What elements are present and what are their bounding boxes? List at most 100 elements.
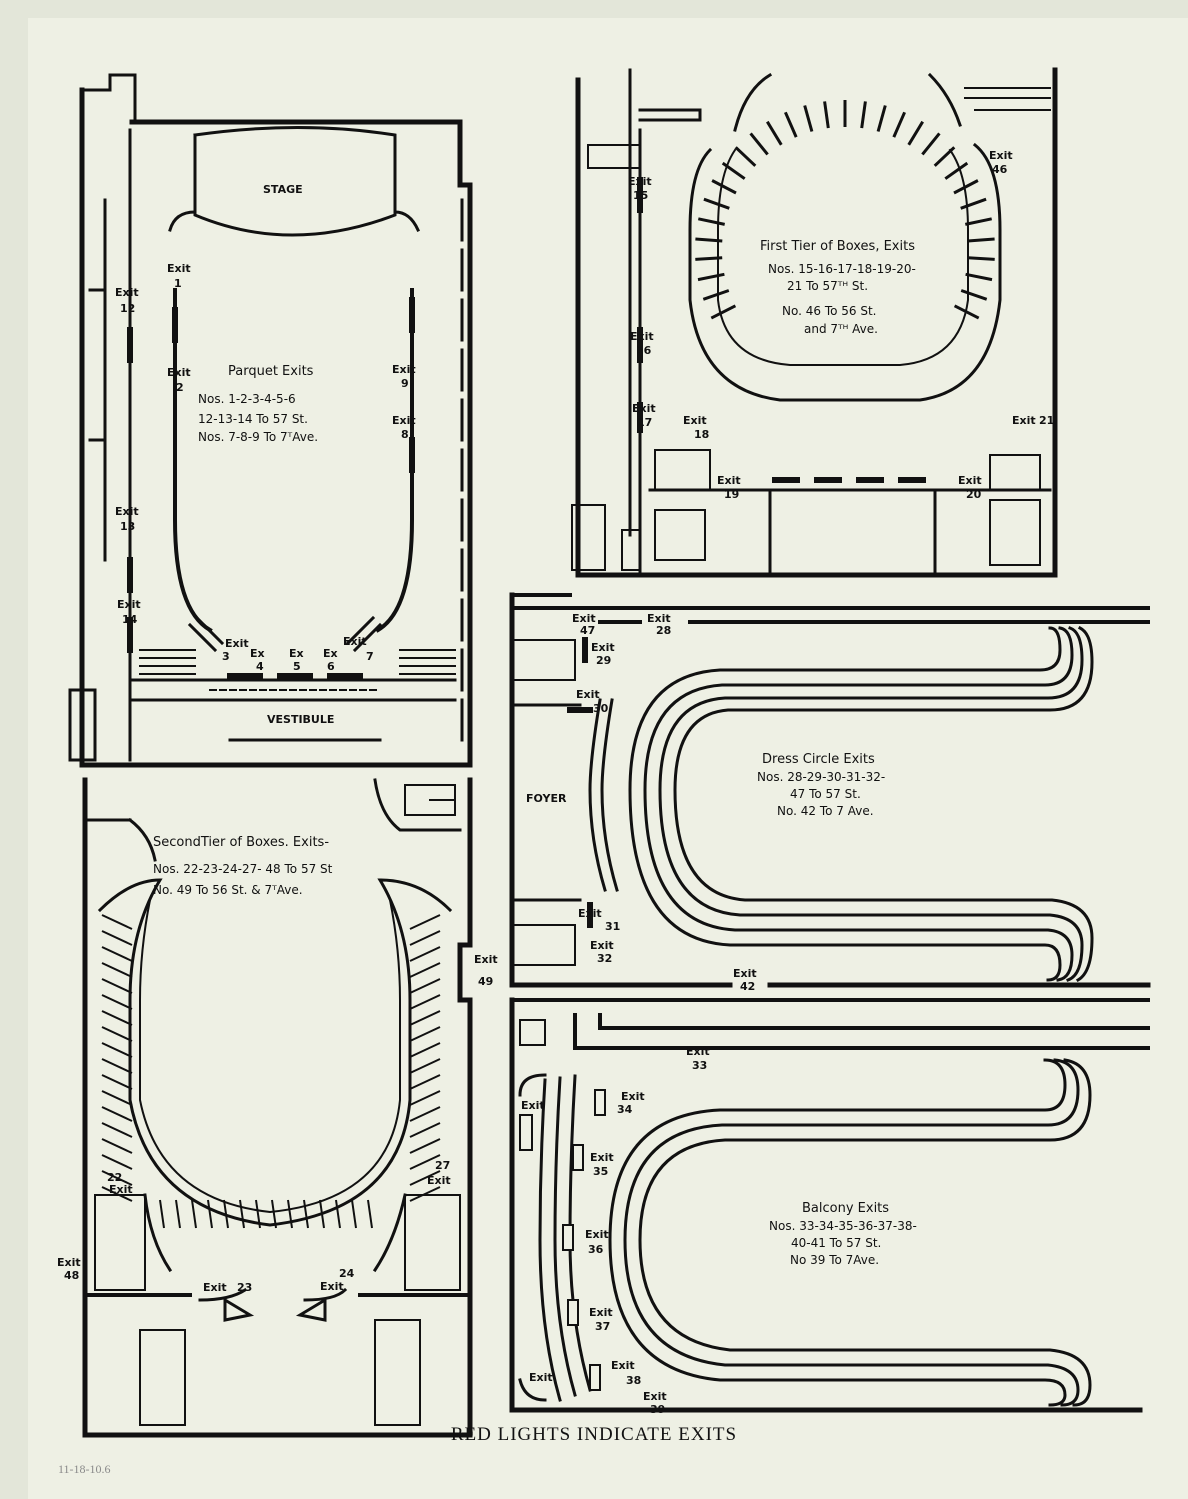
exit-number: 35	[593, 1165, 608, 1178]
parquet-plan	[68, 73, 473, 768]
box-partition	[702, 289, 730, 301]
parquet-exit-labels: Exit 1 Exit 2 Exit 3 Ex 4 Ex 5 Ex 6 Exit…	[115, 262, 416, 673]
box-partition	[710, 304, 737, 320]
exit-word: Exit	[632, 402, 656, 415]
first-tier-line-1: Nos. 15-16-17-18-19-20-	[768, 262, 916, 276]
first-tier-line-2: 21 To 57ᵀᴴ St.	[787, 279, 868, 293]
box-partition	[960, 197, 987, 210]
exit-number: 19	[724, 488, 739, 501]
box-partition	[101, 946, 133, 962]
exit-word: Exit	[474, 953, 498, 966]
box-partition	[101, 1074, 133, 1090]
box-partition	[734, 146, 757, 167]
second-tier-box-marks	[101, 914, 441, 1229]
box-partition	[721, 161, 746, 180]
exit-word: Exit	[1012, 414, 1036, 427]
dress-circle-title: Dress Circle Exits	[762, 752, 875, 767]
parquet-stage-label: STAGE	[263, 183, 303, 196]
dress-circle-plan	[509, 592, 1151, 988]
exit-number: 49	[478, 975, 493, 988]
exit-word: Exit	[589, 1306, 613, 1319]
second-tier-title: SecondTier of Boxes. Exits-	[153, 835, 329, 850]
box-partition	[803, 105, 814, 132]
exit-number: 33	[692, 1059, 707, 1072]
exit-word: Exit	[343, 635, 367, 648]
exit-number: 46	[992, 163, 1008, 176]
box-partition	[409, 1186, 441, 1202]
exit-number: 13	[120, 520, 135, 533]
exit-word: Exit	[717, 474, 741, 487]
exit-number: 4	[256, 660, 264, 673]
box-partition	[101, 994, 133, 1010]
box-partition	[101, 1090, 133, 1106]
box-partition	[101, 1170, 133, 1186]
exit-number: 32	[597, 952, 612, 965]
box-partition	[697, 217, 726, 226]
exit-word: Exit	[320, 1280, 344, 1293]
exit-number: 12	[120, 302, 135, 315]
box-partition	[703, 197, 730, 210]
parquet-line-2: 12-13-14 To 57 St.	[198, 412, 308, 426]
exit-number: 30	[593, 702, 609, 715]
exit-number: 31	[605, 920, 620, 933]
parquet-vestibule-label: VESTIBULE	[267, 713, 334, 726]
exit-word: Exit	[621, 1090, 645, 1103]
exit-word: Exit	[167, 366, 191, 379]
balcony-line-2: 40-41 To 57 St.	[791, 1236, 881, 1250]
exit-number: 36	[588, 1243, 604, 1256]
exit-number: 27	[435, 1159, 450, 1172]
box-partition	[409, 978, 441, 994]
exit-word: Exit	[686, 1045, 710, 1058]
exit-number: 16	[636, 344, 652, 357]
box-partition	[409, 1058, 441, 1074]
box-partition	[409, 962, 441, 978]
box-partition	[101, 1154, 133, 1170]
exit-word: Exit	[958, 474, 982, 487]
box-partition	[101, 1026, 133, 1042]
box-partition	[191, 1199, 197, 1229]
box-partition	[319, 1199, 325, 1229]
exit-word: Exit	[115, 286, 139, 299]
box-partition	[409, 1090, 441, 1106]
exit-word: Exit	[611, 1359, 635, 1372]
exit-number: 21	[1039, 414, 1054, 427]
box-partition	[409, 1010, 441, 1026]
exit-word: Exit	[647, 612, 671, 625]
box-partition	[101, 1010, 133, 1026]
box-partition	[101, 978, 133, 994]
balcony-line-1: Nos. 33-34-35-36-37-38-	[769, 1219, 917, 1233]
box-partition	[784, 111, 798, 138]
box-partition	[953, 179, 979, 195]
second-tier-line-2: No. 49 To 56 St. & 7ᵀAve.	[153, 883, 303, 897]
exit-number: 7	[366, 650, 374, 663]
box-partition	[960, 289, 988, 301]
balcony-line-3: No 39 To 7Ave.	[790, 1253, 879, 1267]
exit-number: 9	[401, 377, 409, 390]
box-partition	[223, 1199, 229, 1229]
exit-number: 29	[596, 654, 611, 667]
first-tier-line-4: and 7ᵀᴴ Ave.	[804, 322, 878, 336]
box-partition	[335, 1199, 341, 1229]
balcony-plan	[509, 997, 1150, 1413]
parquet-line-3: Nos. 7-8-9 To 7ᵀAve.	[198, 430, 318, 444]
exit-number: 2	[176, 381, 184, 394]
box-partition	[409, 946, 441, 962]
second-tier-plan	[82, 777, 473, 1438]
exit-word: Exit	[529, 1371, 553, 1384]
exit-number: 17	[637, 416, 652, 429]
exit-word: Exit	[392, 363, 416, 376]
box-partition	[255, 1199, 261, 1229]
second-tier-line-1: Nos. 22-23-24-27- 48 To 57 St	[153, 862, 333, 876]
first-tier-plan	[571, 67, 1058, 578]
box-partition	[101, 930, 133, 946]
first-tier-box-marks	[695, 100, 995, 320]
exit-number: 39	[650, 1403, 665, 1416]
exit-number: 22	[107, 1171, 122, 1184]
box-partition	[409, 1170, 441, 1186]
box-partition	[409, 994, 441, 1010]
exit-word: Exit	[989, 149, 1013, 162]
box-partition	[695, 237, 723, 243]
exit-number: 8	[401, 428, 409, 441]
box-partition	[695, 256, 723, 261]
first-tier-line-3: No. 46 To 56 St.	[782, 304, 877, 318]
